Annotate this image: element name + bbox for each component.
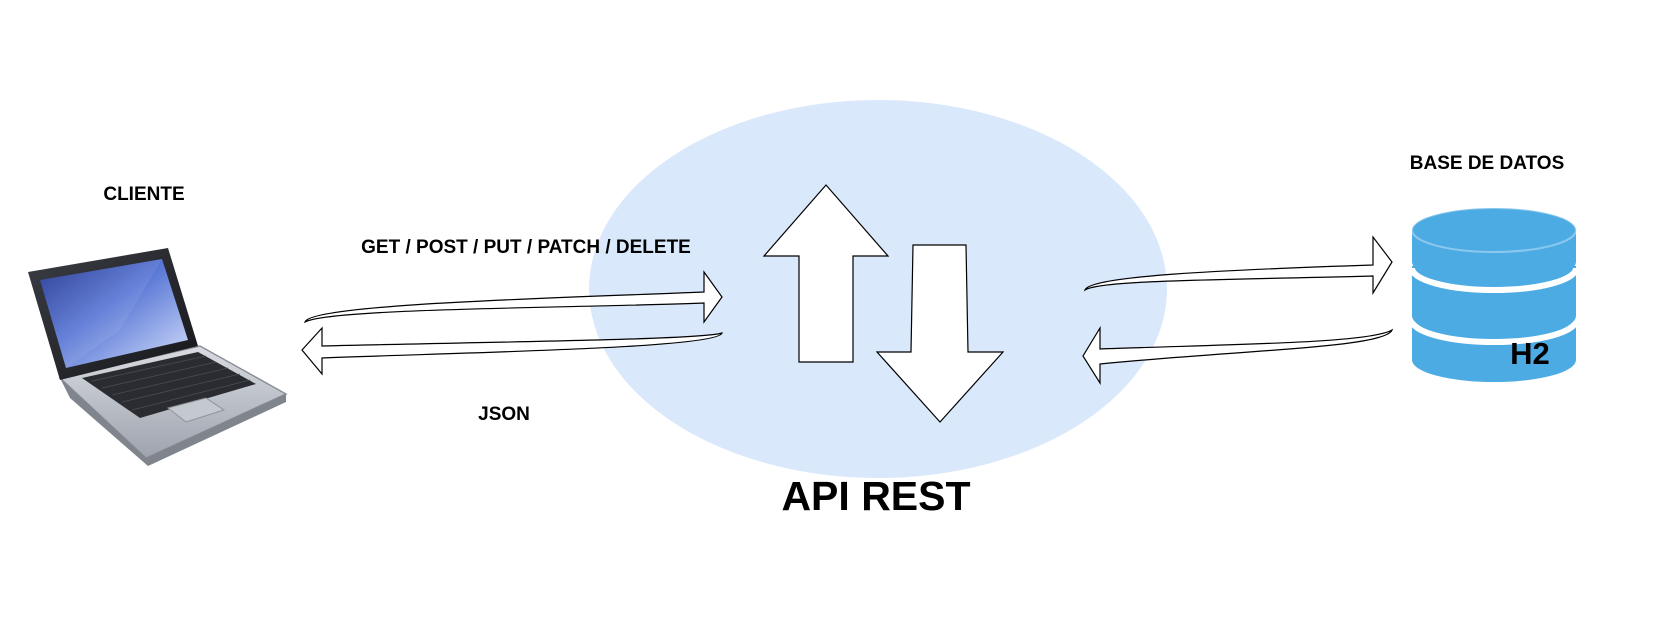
database-label: BASE DE DATOS [1410, 153, 1565, 174]
request-arrow [304, 270, 723, 324]
response-label: JSON [478, 404, 530, 425]
laptop-icon [28, 248, 288, 466]
api-label: API REST [781, 473, 970, 519]
client-label: CLIENTE [103, 184, 184, 205]
response-arrow [301, 326, 723, 376]
database-engine-label: H2 [1510, 336, 1550, 371]
request-label: GET / POST / PUT / PATCH / DELETE [361, 237, 691, 258]
up-down-arrows-icon [762, 184, 1005, 423]
api-ellipse [589, 100, 1167, 478]
db-to-api-arrow [1082, 325, 1394, 386]
api-to-db-arrow [1083, 235, 1393, 296]
database-icon [1409, 207, 1579, 382]
